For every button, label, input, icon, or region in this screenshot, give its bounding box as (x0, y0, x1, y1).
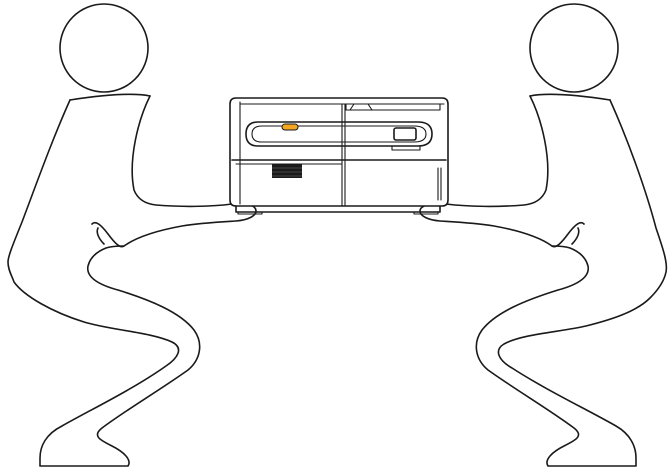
person-right-chest (571, 227, 580, 245)
person-left-torso (69, 93, 151, 101)
person-right (419, 3, 668, 467)
person-left-arm (91, 95, 257, 248)
person-right-body (475, 99, 668, 467)
printer (229, 97, 449, 215)
printer-control-strip-inner (251, 125, 427, 143)
printer-output-grill (272, 164, 302, 178)
person-right-arm (419, 95, 585, 248)
printer-lid-tab (349, 103, 373, 111)
printer-right-slot (391, 145, 421, 151)
person-left-chest (96, 227, 105, 245)
person-left (7, 3, 257, 467)
printer-display (393, 127, 417, 141)
printer-base (235, 205, 441, 213)
person-right-torso (529, 93, 611, 101)
printer-right-vent (437, 167, 442, 201)
printer-body (229, 97, 449, 207)
printer-foot-left (237, 211, 263, 215)
person-left-head (59, 3, 149, 93)
person-left-body (7, 99, 201, 467)
printer-led-indicator (281, 123, 299, 131)
person-right-head (529, 3, 619, 93)
printer-lid (345, 103, 441, 111)
printer-foot-right (413, 211, 439, 215)
